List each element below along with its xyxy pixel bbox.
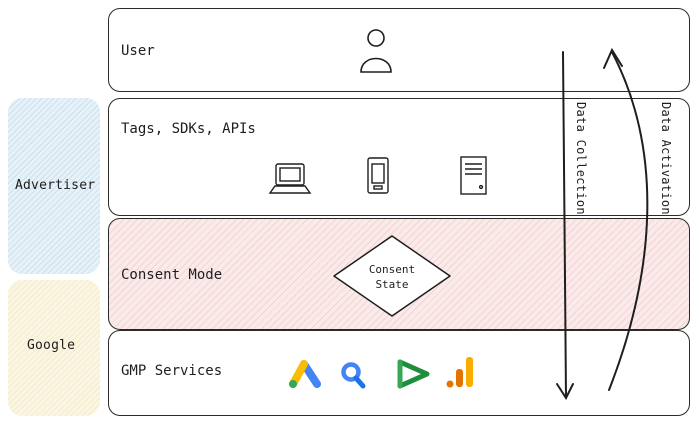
consent-state-line1: Consent (368, 263, 416, 276)
data-collection-arrow (556, 51, 574, 401)
tags-layer-label: Tags, SDKs, APIs (121, 121, 256, 137)
consent-state-diamond (333, 235, 451, 317)
user-icon (360, 29, 392, 73)
google-group (8, 280, 100, 416)
consent-state-line2: State (375, 278, 409, 291)
user-layer-label: User (121, 43, 155, 59)
consent-state-label: Consent State (352, 262, 432, 292)
advertiser-label: Advertiser (15, 178, 96, 193)
laptop-icon (268, 163, 312, 194)
consent-layer-label: Consent Mode (121, 267, 223, 283)
search-ads-icon (341, 362, 366, 389)
data-activation-arrow (603, 47, 649, 391)
google-ads-icon (289, 360, 321, 388)
analytics-icon (446, 357, 473, 388)
server-icon (460, 156, 487, 195)
google-label: Google (27, 338, 76, 353)
tags-layer: Tags, SDKs, APIs (108, 98, 690, 216)
gmp-layer-label: GMP Services (121, 363, 223, 379)
mobile-icon (367, 157, 389, 194)
data-activation-label: Data Activation (659, 102, 673, 215)
data-collection-label: Data Collection (574, 102, 588, 215)
advertiser-group (8, 98, 100, 274)
user-layer: User (108, 8, 690, 92)
display-video-icon (397, 359, 430, 389)
